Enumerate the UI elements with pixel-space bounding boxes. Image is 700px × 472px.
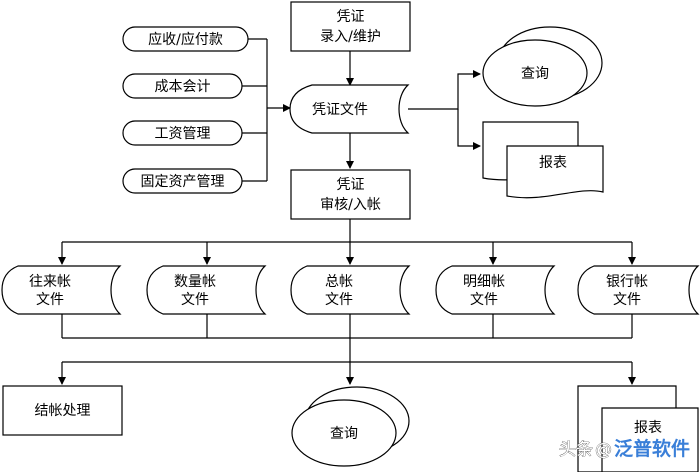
process-closing: 结帐处理 [2, 385, 123, 436]
file-ledger-quantity-line2: 文件 [181, 292, 209, 308]
watermark-at: @ [595, 440, 612, 460]
query-top: 查询 [482, 26, 603, 107]
file-ledger-current: 往来帐 文件 [1, 265, 122, 315]
report-top-label: 报表 [539, 155, 567, 171]
watermark-name: 泛普软件 [614, 437, 690, 460]
file-voucher: 凭证文件 [289, 84, 410, 134]
module-asset-label: 固定资产管理 [141, 174, 225, 190]
module-cost: 成本会计 [122, 73, 243, 99]
process-entry-line1: 凭证 [337, 9, 365, 25]
process-closing-label: 结帐处理 [35, 403, 91, 419]
file-ledger-general: 总帐 文件 [290, 265, 411, 315]
process-audit-line1: 凭证 [337, 177, 365, 193]
report-top: 报表 [482, 121, 604, 199]
file-ledger-quantity: 数量帐 文件 [146, 265, 267, 315]
file-ledger-current-line2: 文件 [36, 292, 64, 308]
file-ledger-bank: 银行帐 文件 [577, 265, 700, 315]
file-ledger-bank-line1: 银行帐 [606, 274, 648, 290]
edge-voucher-file-to-outputs [408, 70, 481, 110]
query-bottom-label: 查询 [330, 426, 358, 442]
report-bottom: 报表 [577, 385, 699, 472]
edge-voucher-file-to-report [457, 109, 481, 150]
query-top-label: 查询 [521, 66, 549, 82]
watermark: 头条 @ 泛普软件 [559, 437, 691, 461]
file-ledger-detail-line1: 明细帐 [463, 274, 505, 290]
module-wage-label: 工资管理 [155, 126, 211, 142]
module-receivable-label: 应收/应付款 [148, 31, 223, 48]
file-ledger-general-line1: 总帐 [325, 274, 353, 290]
file-ledger-general-line2: 文件 [325, 292, 353, 308]
module-receivable: 应收/应付款 [122, 26, 249, 52]
process-audit: 凭证 审核/入帐 [290, 169, 411, 220]
file-voucher-label: 凭证文件 [312, 102, 368, 118]
process-entry: 凭证 录入/维护 [290, 1, 411, 52]
module-cost-label: 成本会计 [155, 79, 211, 95]
query-bottom: 查询 [291, 386, 410, 467]
file-ledger-detail: 明细帐 文件 [435, 265, 556, 315]
watermark-prefix: 头条 [559, 440, 593, 460]
report-bottom-label: 报表 [634, 420, 662, 436]
connectors [58, 38, 636, 385]
file-ledger-current-line1: 往来帐 [29, 274, 71, 290]
module-asset: 固定资产管理 [122, 168, 243, 194]
module-wage: 工资管理 [122, 120, 243, 146]
process-entry-line2: 录入/维护 [320, 29, 381, 45]
file-ledger-quantity-line1: 数量帐 [174, 274, 216, 290]
file-ledger-detail-line2: 文件 [470, 292, 498, 308]
process-audit-line2: 审核/入帐 [320, 197, 381, 213]
file-ledger-bank-line2: 文件 [613, 292, 641, 308]
